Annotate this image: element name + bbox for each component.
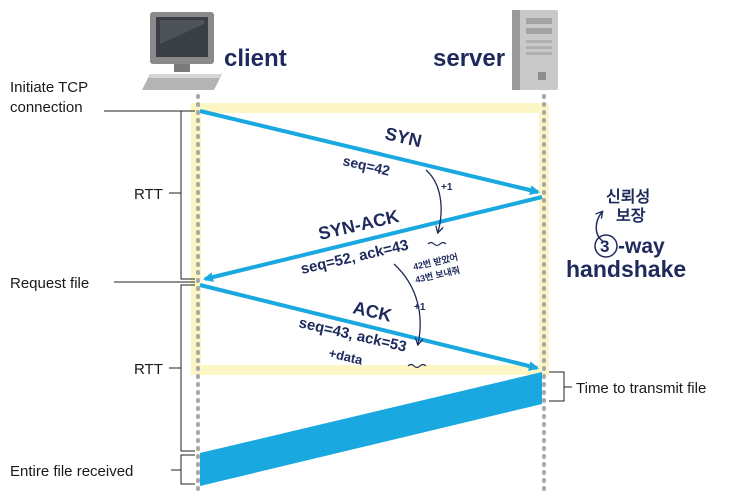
plus-one-label-b: +1 <box>414 302 426 313</box>
ack-label: ACK <box>351 297 393 325</box>
server-label: server <box>433 45 505 72</box>
handshake-label: handshake <box>566 256 686 282</box>
plus-one-label-a: +1 <box>441 182 453 193</box>
three-label: 3 <box>600 237 609 256</box>
annotation-arrow <box>596 212 605 243</box>
transmit-time-bracket <box>549 371 572 402</box>
reliability-label-line2: 보장 <box>616 207 646 225</box>
initiate-label-line1: Initiate TCP <box>10 79 88 96</box>
increment-arrow-2 <box>393 263 420 344</box>
file-received-bracket <box>171 454 195 485</box>
increment-arrow-1 <box>425 169 441 232</box>
syn-ack-label: SYN-ACK <box>316 206 400 244</box>
client-computer-icon <box>142 12 222 90</box>
rtt-label-1: RTT <box>134 186 163 203</box>
ack-arrow <box>199 283 539 371</box>
reliability-label-line1: 신뢰성 <box>606 188 650 206</box>
client-label: client <box>224 45 287 72</box>
file-transfer-band <box>200 372 542 486</box>
rtt-bracket-2 <box>169 284 195 452</box>
request-file-label: Request file <box>10 275 89 292</box>
rtt-label-2: RTT <box>134 361 163 378</box>
plus-data-label: +data <box>327 345 365 368</box>
squiggle-mark-1 <box>427 241 447 247</box>
initiate-label-line2: connection <box>10 99 83 116</box>
syn-arrow <box>199 109 540 195</box>
entire-file-label: Entire file received <box>10 463 133 480</box>
squiggle-mark-2 <box>407 363 427 369</box>
transmit-time-label: Time to transmit file <box>576 380 706 397</box>
server-tower-icon <box>512 10 558 90</box>
syn-ack-arrow <box>203 195 543 282</box>
syn-label: SYN <box>383 123 424 151</box>
way-label: -way <box>618 235 665 258</box>
three-circle <box>594 234 618 258</box>
